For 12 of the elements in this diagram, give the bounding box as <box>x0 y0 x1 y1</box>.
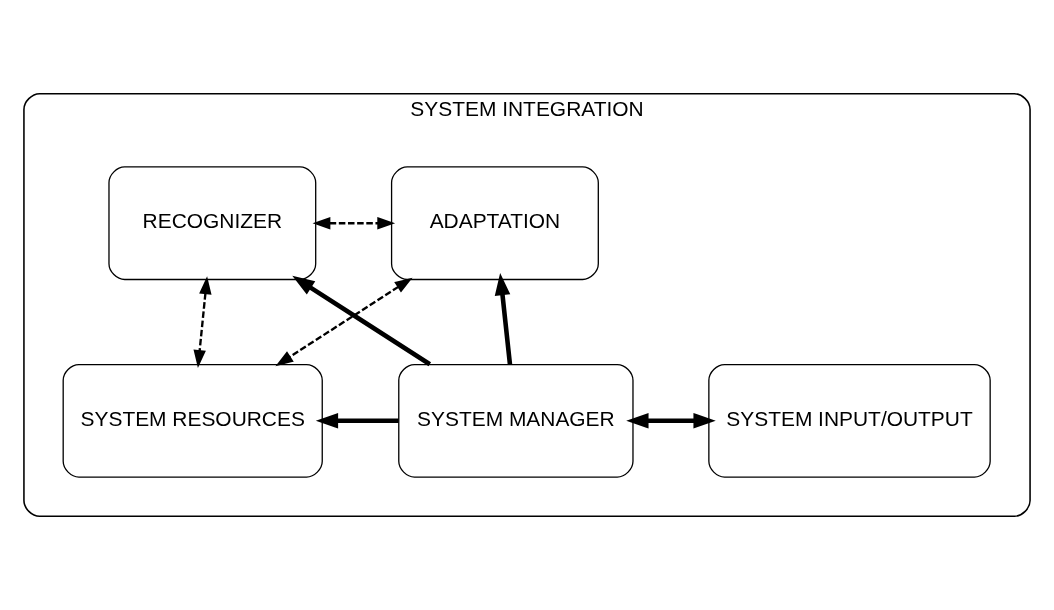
arrow <box>494 273 513 365</box>
node-box: SYSTEM INPUT/OUTPUT <box>708 363 991 478</box>
node-box: ADAPTATION <box>390 166 599 281</box>
arrow <box>292 275 432 367</box>
arrow <box>275 277 413 367</box>
node-box: RECOGNIZER <box>108 166 317 281</box>
node-box: SYSTEM RESOURCES <box>62 363 323 478</box>
arrow <box>193 276 212 368</box>
arrow <box>312 217 396 230</box>
arrow <box>626 413 716 429</box>
arrow <box>315 413 399 429</box>
node-box: SYSTEM MANAGER <box>398 363 634 478</box>
